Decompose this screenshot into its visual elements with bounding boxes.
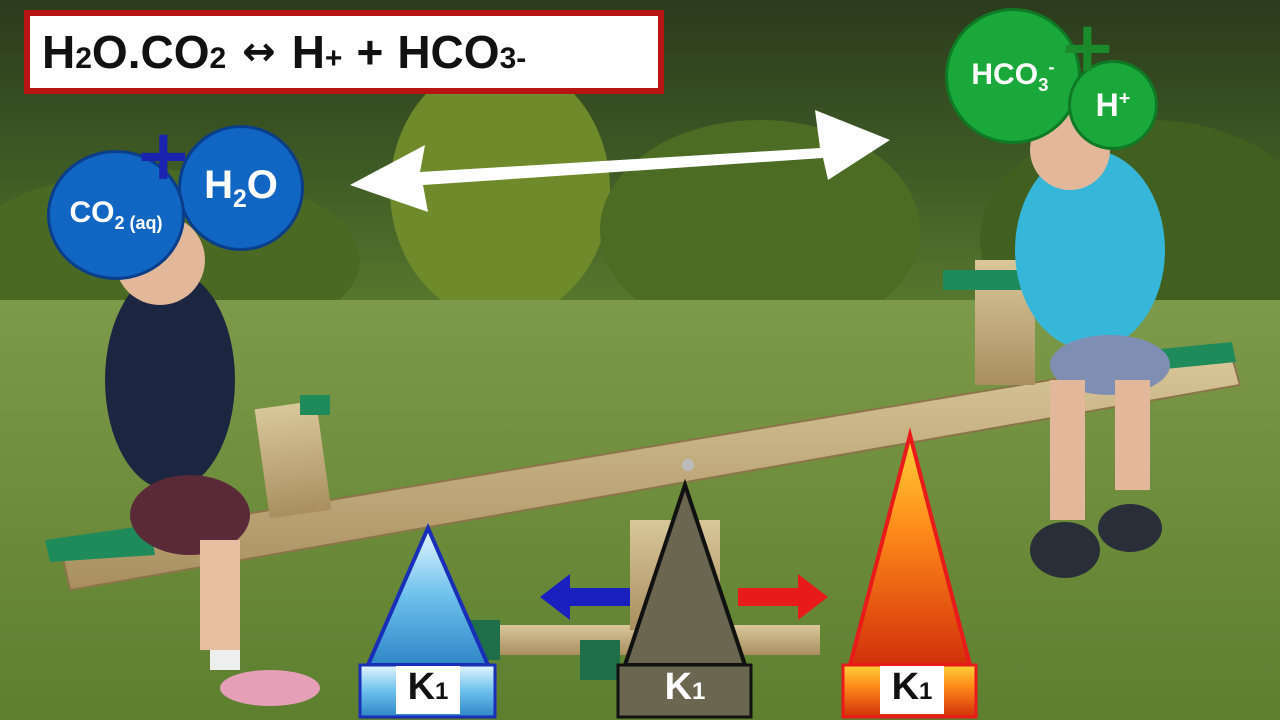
fulcrum-base [616,663,753,719]
h-ion-bubble: H+ [1068,60,1158,150]
plus-sign: + [356,26,384,78]
equilibrium-double-arrow [350,110,890,212]
hco3-label: HCO3- [971,56,1055,95]
h2o-bubble: H2O [178,125,304,251]
shift-right-arrow [738,574,828,620]
product-hydrogen-ion: H+ [291,26,343,78]
hco3-bubble: HCO3- [945,8,1081,144]
left-plus-icon: + [134,114,193,196]
co2-bubble: CO2 (aq) [47,150,185,280]
shift-left-arrow [540,574,630,620]
co2-label: CO2 (aq) [69,196,163,233]
h2o-label: H2O [204,162,278,213]
h-ion-label: H+ [1095,86,1131,123]
right-plus-icon: + [1058,6,1117,88]
equilibrium-arrow: ↔ [242,29,276,75]
